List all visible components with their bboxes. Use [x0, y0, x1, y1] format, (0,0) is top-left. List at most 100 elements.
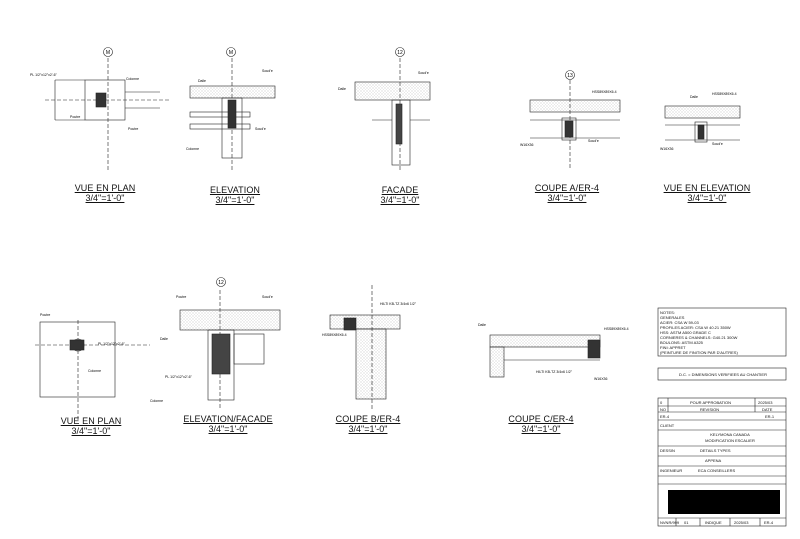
detail-scale-8: 3/4"=1'-0"	[348, 424, 388, 434]
grid-bubble-2	[226, 47, 236, 57]
detail-elevation-1	[189, 58, 276, 170]
grid-label-3: 12	[397, 50, 403, 56]
weld-note-2: Soud'e	[262, 69, 273, 73]
engineer-name: ECA CONSEILLERS	[698, 468, 736, 473]
grid-bubble-1	[103, 47, 113, 57]
project-name: MODIFICATION ESCALIER	[705, 438, 755, 443]
weld-note-4: Soud'e	[588, 139, 599, 143]
detail-scale-1: 3/4"=1'-0"	[85, 193, 125, 203]
detail-vue-en-plan-1	[45, 58, 170, 170]
grid-label-2: M	[229, 50, 233, 56]
detail-title-text-9: COUPE C/ER-4	[508, 414, 574, 424]
notes-line-4: HSS: ASTM A500 GRADE C	[660, 330, 711, 335]
hss-note-9: HSS89X89X6.4	[604, 327, 629, 331]
detail-facade	[354, 58, 431, 170]
detail-scale-4: 3/4"=1'-0"	[547, 193, 587, 203]
detail-title-text-5: VUE EN ELEVATION	[663, 183, 751, 193]
slab-note-5: Dalle	[690, 95, 698, 99]
rev-no-1: 0	[660, 400, 663, 405]
notes-line-8: (PEINTURE DE FINITION PAR D'AUTRES)	[660, 350, 738, 355]
drawing-label: DESSIN	[660, 448, 675, 453]
slab-note-9: Dalle	[478, 323, 486, 327]
detail-scale-9: 3/4"=1'-0"	[521, 424, 561, 434]
detail-scale-3: 3/4"=1'-0"	[380, 195, 420, 205]
hss-note-8: HSS89X89X6.4	[322, 333, 347, 337]
grid-bubble-4	[565, 70, 575, 80]
beam-note-6: Poutre	[40, 313, 50, 317]
footer-date: 2025/03	[734, 520, 749, 525]
weld-note-2b: Soud'e	[255, 127, 266, 131]
detail-title-text-3: FACADE	[381, 185, 419, 195]
footer-sheet: ER-4	[764, 520, 774, 525]
notes-line-7: FINI: APPRET	[660, 345, 686, 350]
rev-desc-1: POUR APPROBATION	[690, 400, 732, 405]
engineer-label: INGENIEUR	[660, 468, 683, 473]
sheet-no: ER-1	[765, 414, 775, 419]
hss-note-5: HSS89X89X6.4	[712, 92, 737, 96]
hss-note-4: HSS89X89X6.4	[592, 90, 617, 94]
detail-elevation-facade	[179, 290, 281, 410]
weld-note-7: Soud'e	[262, 295, 273, 299]
rev-date-1: 2025/03	[758, 400, 773, 405]
detail-vue-en-plan-2	[35, 320, 150, 420]
notes-line-1: GENERALES	[660, 315, 685, 320]
notes-line-2: ACIER: CSA W 59-03	[660, 320, 699, 325]
column-note-2: Colonne	[186, 147, 199, 151]
plate-note-6: PL 1/2"x12"x2'-6"	[98, 342, 126, 346]
rev-date-header: DATE	[762, 407, 773, 412]
grid-label-7: 12	[218, 280, 224, 286]
notes-line-3: PROFILES ACIER: CSA W 40.21 350W	[660, 325, 731, 330]
rev-desc-header: REVISION	[700, 407, 720, 412]
rev-no-header: NO	[660, 407, 666, 412]
beam-note-1b: Poutre	[128, 127, 138, 131]
column-note-1: Colonne	[126, 77, 139, 81]
w-note-4: W16X36	[520, 143, 533, 147]
weld-note-5: Soud'e	[712, 142, 723, 146]
column-note-7: Colonne	[150, 399, 163, 403]
plate-note-1: PL 1/2"x12"x2'-6"	[30, 73, 58, 77]
detail-title-text-7: ELEVATION/FACADE	[183, 414, 273, 424]
notes-box	[657, 307, 787, 357]
logo-block	[668, 490, 780, 514]
notes-header: NOTES:	[660, 310, 675, 315]
detail-scale-5: 3/4"=1'-0"	[687, 193, 727, 203]
anchor-note-8: HILTI KB-TZ 3/4x6 1/2"	[380, 302, 417, 306]
detail-scale-6: 3/4"=1'-0"	[71, 426, 111, 436]
w-note-5: W16X36	[660, 147, 673, 151]
detail-title-text-1: VUE EN PLAN	[74, 183, 136, 193]
grid-bubble-3	[395, 47, 405, 57]
verify-box	[657, 367, 787, 381]
detail-title-text-6: VUE EN PLAN	[60, 416, 122, 426]
title-block-frame	[657, 397, 787, 527]
w-note-9: W16X36	[594, 377, 607, 381]
grid-bubble-7	[216, 277, 226, 287]
sheet-no-label: ER-4	[660, 414, 670, 419]
detail-title-text-4: COUPE A/ER-4	[534, 183, 600, 193]
beam-note-1: Poutre	[70, 115, 80, 119]
slab-note-2: Dalle	[198, 79, 206, 83]
verify-note: D.C. = DIMENSIONS VERIFIEES AU CHANTIER	[679, 372, 767, 377]
grid-label-4: 13	[567, 73, 573, 79]
detail-title-text-2: ELEVATION	[209, 185, 261, 195]
client-name: KELYMONA CANADA	[710, 432, 750, 437]
notes-line-6: BOULONS: ASTM A325	[660, 340, 703, 345]
beam-note-7: Poutre	[176, 295, 186, 299]
detail-scale-7: 3/4"=1'-0"	[208, 424, 248, 434]
weld-note-3: Soud'e	[418, 71, 429, 75]
footer-job: NVNR/999	[660, 520, 680, 525]
location-name: APPENA	[705, 458, 722, 463]
grid-label-1: M	[106, 50, 110, 56]
client-label: CLIENT	[660, 423, 675, 428]
slab-note-3: Dalle	[338, 87, 346, 91]
detail-coupe-a	[529, 80, 621, 170]
plate-note-7: PL 1/2"x12"x2'-6"	[165, 375, 193, 379]
